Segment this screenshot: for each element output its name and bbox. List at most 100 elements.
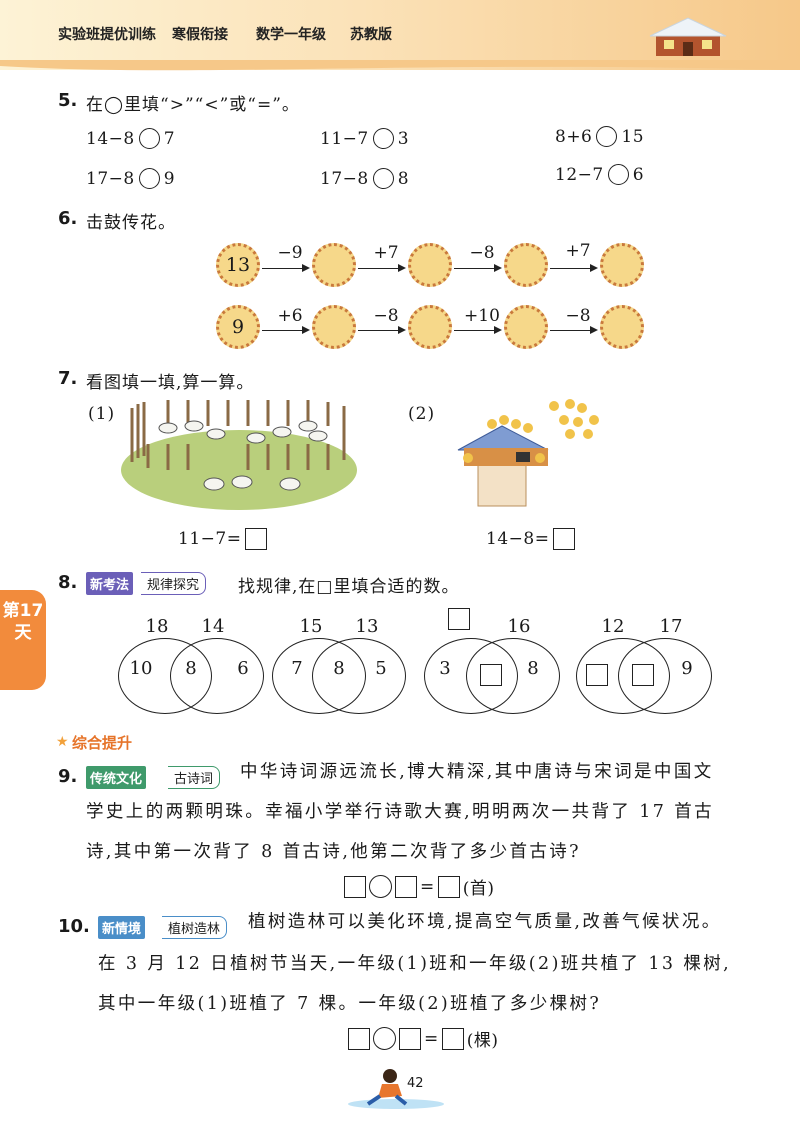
compare-circle[interactable] — [372, 168, 394, 189]
q7-part1-label: (1) — [88, 404, 116, 424]
op-label: −9 — [277, 243, 303, 263]
drum-blank[interactable] — [504, 243, 548, 287]
venn-diagram: 12 17 9 — [576, 616, 726, 720]
venn-diagram: 15 13 7 8 5 — [272, 616, 422, 720]
q10-number: 10. — [58, 916, 90, 937]
answer-box[interactable] — [344, 875, 366, 898]
snow-house-icon — [649, 17, 727, 56]
q7-part2-label: (2) — [408, 404, 436, 424]
operator-circle[interactable] — [369, 875, 392, 898]
venn-top-left: 15 — [299, 616, 323, 637]
q7-number: 7. — [58, 368, 78, 389]
arrow — [550, 325, 598, 334]
arrow — [454, 325, 502, 334]
venn-left: 3 — [439, 658, 451, 679]
op-label: −8 — [565, 306, 591, 326]
q10-line-2: 在 3 月 12 日植树节当天,一年级(1)班和一年级(2)班共植了 13 棵树… — [98, 954, 732, 974]
q9-line-2: 学史上的两颗明珠。幸福小学举行诗歌大赛,明明两次一共背了 17 首古 — [86, 802, 715, 822]
q5-prompt: 在◯里填“>”“<”或“=”。 — [86, 95, 300, 115]
answer-box[interactable] — [632, 664, 654, 686]
venn-right-ellipse — [618, 638, 712, 714]
arrow — [454, 263, 502, 272]
header-wave — [0, 60, 800, 71]
q8-number: 8. — [58, 572, 78, 593]
q8-tag: 新考法 — [86, 572, 134, 595]
q9-tag: 传统文化 — [86, 766, 147, 789]
q9-tag-topic: 古诗词 — [168, 766, 221, 789]
answer-box[interactable] — [480, 664, 502, 686]
compare-circle[interactable] — [372, 128, 394, 149]
drum-blank[interactable] — [312, 305, 356, 349]
operator-circle[interactable] — [373, 1027, 396, 1050]
chicken-coop-illustration — [457, 399, 599, 507]
op-label: +10 — [464, 306, 500, 326]
publisher-title: 苏教版 — [350, 27, 392, 43]
answer-box[interactable] — [553, 528, 576, 550]
drum-blank[interactable] — [600, 305, 644, 349]
q10-answer-equation: = (棵) — [348, 1026, 499, 1051]
drum-blank[interactable] — [312, 243, 356, 287]
page-number: 42 — [407, 1076, 424, 1091]
op-label: −8 — [469, 243, 495, 263]
answer-box[interactable] — [399, 1027, 421, 1050]
arrow — [550, 263, 598, 272]
op-label: +6 — [277, 306, 303, 326]
q5-number: 5. — [58, 90, 78, 111]
answer-box[interactable] — [395, 875, 417, 898]
q6-prompt: 击鼓传花。 — [86, 213, 176, 233]
q10-tag: 新情境 — [98, 916, 146, 939]
q8-tag-topic: 规律探究 — [141, 572, 207, 595]
q6-number: 6. — [58, 208, 78, 229]
venn-right-ellipse — [312, 638, 406, 714]
venn-middle: 8 — [333, 658, 345, 679]
arrow — [262, 325, 310, 334]
q7-part1-equation: 11−7= — [178, 528, 268, 550]
q10-unit: (棵) — [466, 1031, 499, 1051]
venn-top-right: 14 — [201, 616, 225, 637]
q7-part2-equation: 14−8= — [486, 528, 576, 550]
answer-box[interactable] — [437, 875, 460, 898]
venn-middle: 8 — [185, 658, 197, 679]
drum-start: 9 — [216, 305, 260, 349]
venn-top-right: 13 — [355, 616, 379, 637]
compare-circle[interactable] — [607, 164, 629, 185]
venn-right-ellipse — [466, 638, 560, 714]
answer-box[interactable] — [448, 608, 470, 630]
answer-box[interactable] — [441, 1027, 464, 1050]
compare-circle[interactable] — [138, 128, 160, 149]
venn-left: 10 — [129, 658, 153, 679]
q9-line-3: 诗,其中第一次背了 8 首古诗,他第二次背了多少首古诗? — [86, 842, 581, 862]
drum-blank[interactable] — [504, 305, 548, 349]
arrow — [358, 263, 406, 272]
skater-mascot-icon — [348, 1069, 444, 1109]
answer-box[interactable] — [586, 664, 608, 686]
drum-blank[interactable] — [408, 243, 452, 287]
op-label: +7 — [373, 243, 399, 263]
venn-diagram: 18 14 10 8 6 — [118, 616, 268, 720]
q9-line-1: 中华诗词源远流长,博大精深,其中唐诗与宋词是中国文 — [240, 762, 714, 782]
q9-answer-equation: = (首) — [344, 874, 495, 899]
drum-blank[interactable] — [600, 243, 644, 287]
subject-title: 数学一年级 — [256, 27, 326, 43]
arrow — [262, 263, 310, 272]
series-title: 实验班提优训练 — [58, 27, 156, 43]
answer-box[interactable] — [348, 1027, 370, 1050]
star-icon: ★ — [56, 734, 69, 750]
venn-top-left: 18 — [145, 616, 169, 637]
answer-box[interactable] — [245, 528, 268, 550]
day-tab: 第17天 — [0, 590, 46, 690]
drum-blank[interactable] — [408, 305, 452, 349]
q10-tag-topic: 植树造林 — [162, 916, 228, 939]
venn-right-ellipse — [170, 638, 264, 714]
venn-right: 5 — [375, 658, 387, 679]
section-title: 综合提升 — [72, 734, 133, 752]
edition-title: 寒假衔接 — [172, 27, 228, 43]
drum-start: 13 — [216, 243, 260, 287]
compare-circle[interactable] — [138, 168, 160, 189]
compare-circle[interactable] — [596, 126, 618, 147]
venn-top-left: 12 — [601, 616, 625, 637]
